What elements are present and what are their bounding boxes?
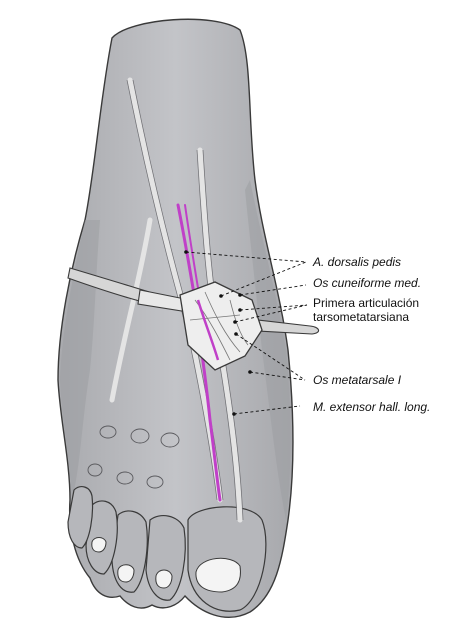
toenails bbox=[91, 537, 241, 593]
shadow-left bbox=[60, 220, 100, 500]
label-tarsometatarsiana: tarsometatarsiana bbox=[313, 310, 410, 324]
knuckles bbox=[87, 425, 180, 489]
leader-lines bbox=[185, 251, 308, 415]
shadow-right bbox=[245, 180, 291, 520]
label-primera-articulacion: Primera articulación bbox=[313, 296, 420, 310]
label-a-dorsalis-pedis: A. dorsalis pedis bbox=[313, 255, 402, 269]
label-m-extensor-hall-long: M. extensor hall. long. bbox=[313, 400, 431, 414]
incision-artery bbox=[196, 299, 220, 361]
label-os-metatarsale-i: Os metatarsale I bbox=[313, 373, 402, 387]
leader-dots bbox=[184, 250, 252, 416]
label-os-cuneiforme-med: Os cuneiforme med. bbox=[313, 276, 422, 290]
